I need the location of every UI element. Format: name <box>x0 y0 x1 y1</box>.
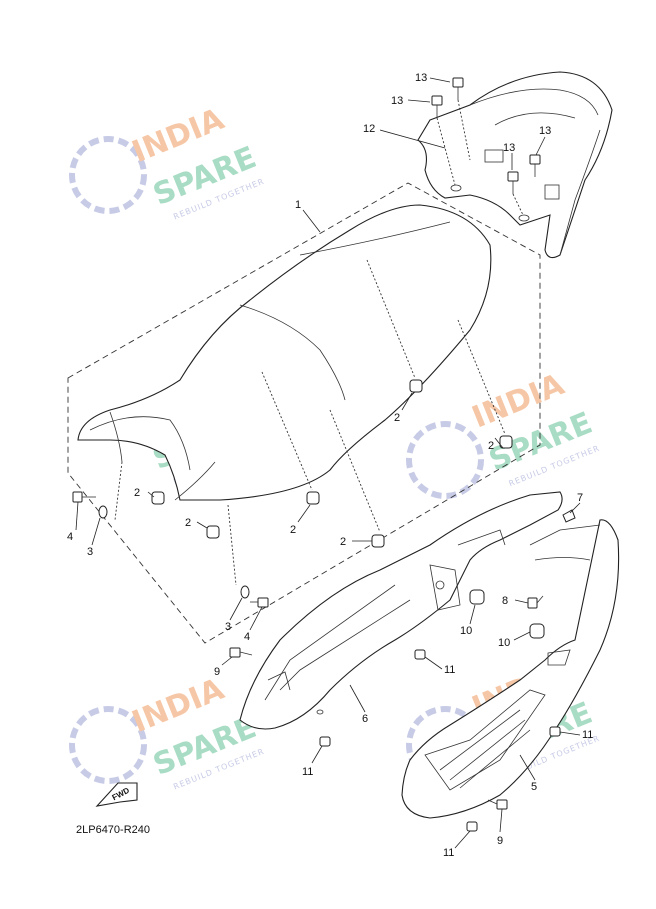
callout-3: 3 <box>87 546 93 558</box>
bolt-guide <box>436 117 456 186</box>
callout-8: 8 <box>502 595 508 607</box>
callout-11: 11 <box>582 729 593 741</box>
damper-2-a <box>409 379 423 393</box>
nut-11-c <box>549 726 561 737</box>
watermark-icon <box>69 706 147 784</box>
watermark-top: INDIA SPARE REBUILD TOGETHER <box>69 101 266 221</box>
callout-13: 13 <box>391 95 403 107</box>
side-cover <box>239 491 563 730</box>
bolt-13-a <box>452 77 464 100</box>
bolt-13-d <box>529 154 541 177</box>
damper-10-b <box>529 623 545 639</box>
callout-6: 6 <box>362 713 368 725</box>
washer-3-lower <box>240 585 250 599</box>
forward-direction-arrow: FWD <box>95 782 138 807</box>
damper-10-a <box>469 589 485 605</box>
bolt-guide <box>114 461 123 521</box>
callout-13: 13 <box>539 125 551 137</box>
watermark-icon <box>69 136 147 214</box>
bolt-7 <box>562 509 576 523</box>
callout-2: 2 <box>185 517 191 529</box>
callout-2: 2 <box>394 412 400 424</box>
callout-7: 7 <box>577 492 583 504</box>
callout-2: 2 <box>340 536 346 548</box>
callouts: 13 13 12 13 13 1 2 2 2 2 2 2 4 3 3 4 7 8… <box>67 72 593 859</box>
callout-2: 2 <box>488 440 494 452</box>
grab-bar <box>417 71 613 259</box>
bolt-13-b <box>431 95 443 118</box>
callout-4: 4 <box>244 631 250 643</box>
screw-8 <box>527 595 544 609</box>
seat <box>77 204 506 533</box>
callout-4: 4 <box>67 531 73 543</box>
damper-2-c <box>151 491 165 505</box>
damper-2-b <box>499 435 513 449</box>
callout-12: 12 <box>363 123 375 135</box>
screw-9-a <box>229 647 253 658</box>
bolt-4-lower <box>250 597 269 608</box>
callout-11: 11 <box>444 664 455 676</box>
washer-3-left <box>98 505 108 519</box>
callout-10: 10 <box>498 637 510 649</box>
assembly-boundary <box>67 182 541 644</box>
callout-9: 9 <box>214 666 220 678</box>
screw-9-b <box>487 799 508 810</box>
bolt-13-c <box>507 171 519 194</box>
callout-2: 2 <box>290 524 296 536</box>
damper-2-e <box>206 525 220 539</box>
callout-2: 2 <box>134 487 140 499</box>
diagram-code: 2LP6470-R240 <box>76 824 150 836</box>
callout-11: 11 <box>302 766 313 778</box>
damper-2-f <box>371 534 385 548</box>
callout-11: 11 <box>443 847 454 859</box>
nut-11-d <box>466 821 478 832</box>
bolt-guide <box>227 504 237 586</box>
callout-9: 9 <box>497 835 503 847</box>
watermark-icon <box>406 421 484 499</box>
callout-3: 3 <box>225 621 231 633</box>
callout-13: 13 <box>503 142 515 154</box>
rear-side-cover <box>401 519 620 819</box>
leader-lines <box>75 77 581 849</box>
bolt-4-left <box>72 491 96 503</box>
callout-5: 5 <box>531 781 537 793</box>
watermark-mid-right: INDIA SPARE REBUILD TOGETHER <box>406 367 601 499</box>
callout-10: 10 <box>460 625 472 637</box>
callout-1: 1 <box>295 199 301 211</box>
callout-13: 13 <box>415 72 427 84</box>
watermark-bottom-left: INDIA SPARE REBUILD TOGETHER <box>69 671 266 791</box>
damper-2-d <box>306 491 320 505</box>
nut-11-b <box>319 736 331 747</box>
nut-11-a <box>414 649 426 660</box>
